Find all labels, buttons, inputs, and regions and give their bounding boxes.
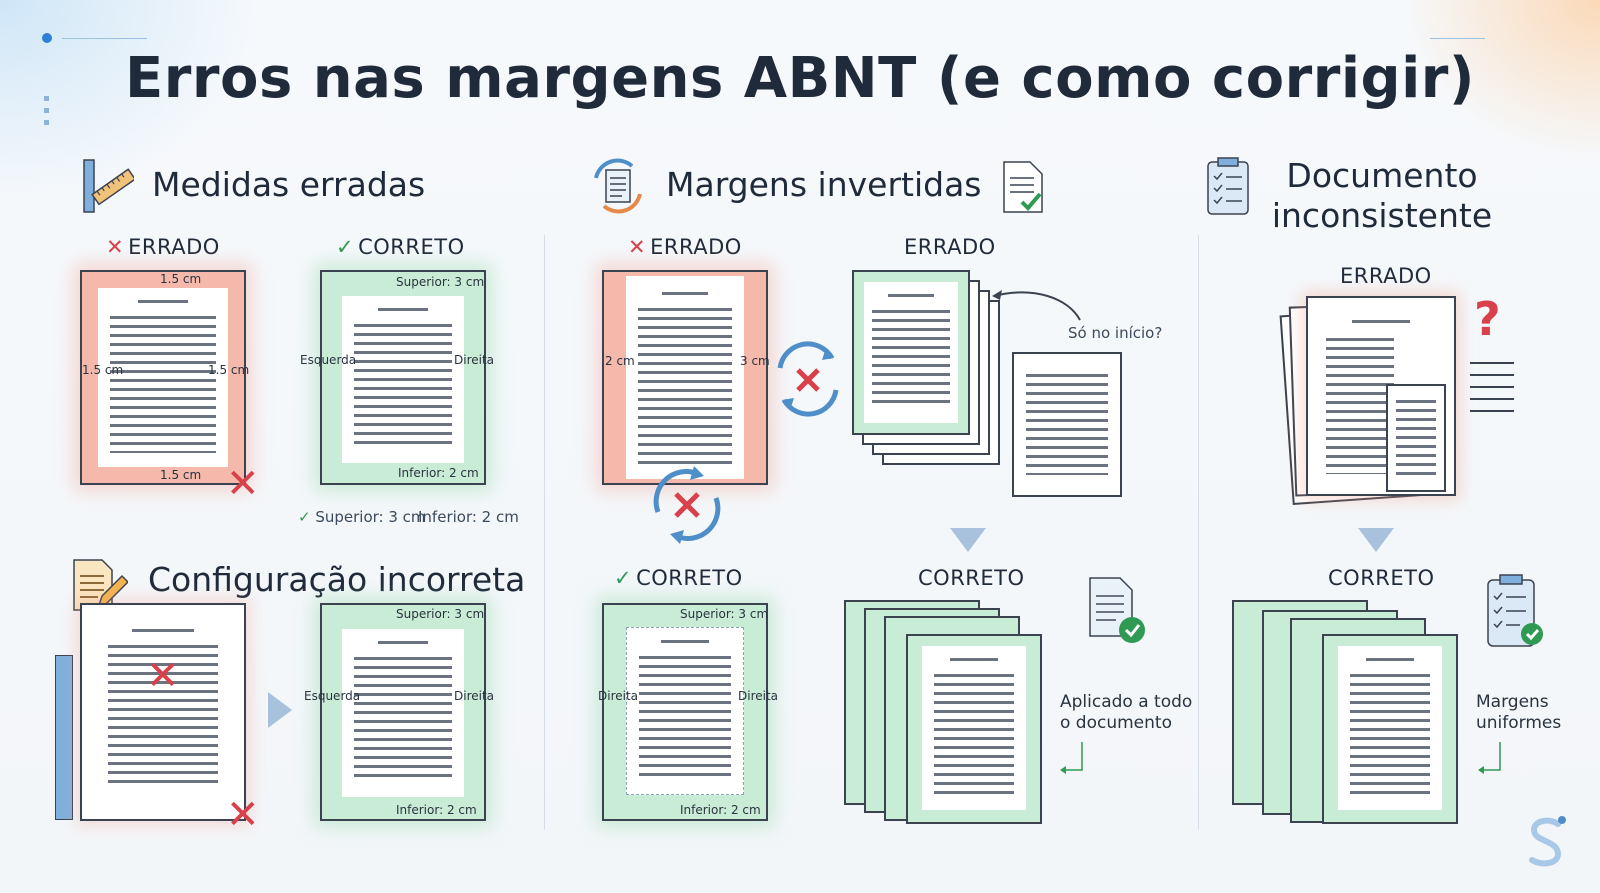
config-top-measure: Superior: 3 cm <box>396 607 485 621</box>
wrong-bottom-measure: 1.5 cm <box>160 468 202 482</box>
page-right-config <box>320 603 486 821</box>
decor-dots-vertical <box>44 96 49 132</box>
page-stack-wrong <box>852 270 1002 470</box>
column-divider-1 <box>544 235 545 830</box>
right-right-measure: Direita <box>454 353 495 367</box>
arrow-right-icon <box>268 692 292 728</box>
note-aplicado-line2: o documento <box>1060 713 1172 733</box>
swap-arrows-icon-2 <box>644 462 730 548</box>
refresh-document-icon <box>588 156 648 216</box>
clipboard-checklist-icon <box>1206 156 1250 216</box>
page-stack-uniform <box>1232 600 1462 825</box>
invert-right-top: Superior: 3 cm <box>680 607 769 621</box>
page-stack-right <box>844 600 1044 825</box>
summary-bottom: Inferior: 2 cm <box>418 508 519 526</box>
config-left-measure: Esquerda <box>304 689 361 703</box>
summary-top: ✓ Superior: 3 cm <box>298 508 426 526</box>
red-x-icon-3: ✕ <box>226 792 260 838</box>
label-correto-documento: CORRETO <box>1328 566 1435 590</box>
label-correto-medidas: ✓CORRETO <box>336 235 465 259</box>
note-margens-line2: uniformes <box>1476 713 1562 733</box>
right-top-measure: Superior: 3 cm <box>396 275 485 289</box>
label-correto-invertidas: ✓CORRETO <box>614 566 743 590</box>
red-x-icon-2: ✕ <box>146 653 180 699</box>
invert-right-right: Direita <box>738 689 779 703</box>
decor-dot <box>42 33 52 43</box>
page-right-medidas <box>320 270 486 485</box>
invert-left-measure: 2 cm <box>605 354 635 368</box>
invert-right-left: Direita <box>598 689 639 703</box>
section-title-documento-line1: Documento <box>1286 156 1478 195</box>
label-errado-medidas: ✕ERRADO <box>106 235 220 259</box>
note-so-no-inicio: Só no início? <box>1068 324 1163 342</box>
return-arrow-icon <box>1058 740 1088 776</box>
note-aplicado-line1: Aplicado a todo <box>1060 692 1193 712</box>
arrow-down-icon-2 <box>1358 528 1394 552</box>
page-wrong-config <box>80 603 246 821</box>
curved-arrow-icon <box>988 284 1084 324</box>
decor-line-right <box>1430 38 1485 39</box>
section-title-medidas: Medidas erradas <box>152 165 426 204</box>
note-margens-uniformes: Margens uniformes <box>1476 692 1561 734</box>
config-bottom-measure: Inferior: 2 cm <box>396 803 477 817</box>
document-check-icon <box>1000 158 1048 216</box>
wrong-top-measure: 1.5 cm <box>160 272 202 286</box>
page-single-plain <box>1012 352 1122 497</box>
page-wrong-medidas <box>80 270 246 485</box>
red-x-icon: ✕ <box>226 461 260 507</box>
motion-lines <box>1470 362 1514 418</box>
page-title: Erros nas margens ABNT (e como corrigir) <box>124 46 1476 111</box>
note-margens-line1: Margens <box>1476 692 1549 712</box>
section-title-config: Configuração incorreta <box>148 560 526 599</box>
invert-right-bottom: Inferior: 2 cm <box>680 803 761 817</box>
section-title-documento: Documento inconsistente <box>1252 156 1512 236</box>
arrow-down-icon <box>950 528 986 552</box>
question-mark-icon: ? <box>1474 292 1501 346</box>
right-left-measure: Esquerda <box>300 353 357 367</box>
wrong-right-measure: 1.5 cm <box>208 363 250 377</box>
ruler-side-icon <box>55 655 73 820</box>
page-wrong-invertidas <box>602 270 768 485</box>
clipboard-check-icon <box>1484 572 1546 652</box>
ruler-icon <box>76 158 137 216</box>
section-title-invertidas: Margens invertidas <box>666 165 982 204</box>
right-bottom-measure: Inferior: 2 cm <box>398 466 479 480</box>
label-correto2-invertidas: CORRETO <box>918 566 1025 590</box>
return-arrow-icon-2 <box>1476 740 1506 776</box>
section-title-documento-line2: inconsistente <box>1271 196 1493 235</box>
label-errado-invertidas: ✕ERRADO <box>628 235 742 259</box>
config-right-measure: Direita <box>454 689 495 703</box>
column-divider-2 <box>1198 235 1199 830</box>
label-errado-documento: ERRADO <box>1340 264 1432 288</box>
brand-logo-icon <box>1520 814 1570 870</box>
document-check-icon-2 <box>1086 574 1148 646</box>
decor-line <box>62 38 147 39</box>
page-right-invertidas <box>602 603 768 821</box>
label-errado2-invertidas: ERRADO <box>904 235 996 259</box>
invert-right-measure: 3 cm <box>740 354 770 368</box>
note-aplicado: Aplicado a todo o documento <box>1060 692 1192 734</box>
page-stack-messy <box>1279 296 1476 506</box>
wrong-left-measure: 1.5 cm <box>82 363 124 377</box>
swap-arrows-icon <box>772 338 844 420</box>
